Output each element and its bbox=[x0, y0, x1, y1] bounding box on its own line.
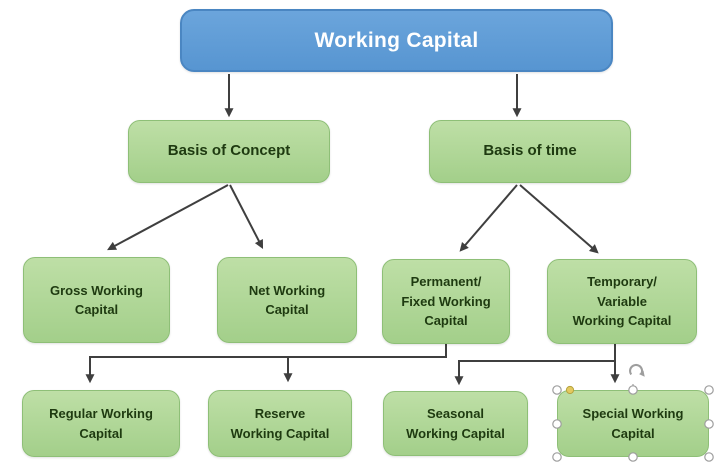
selection-handle-bottom-left[interactable] bbox=[552, 452, 562, 462]
selection-handle-middle-right[interactable] bbox=[704, 419, 714, 429]
node-temporary-variable-working-capital[interactable]: Temporary/ Variable Working Capital bbox=[547, 259, 697, 344]
node-label: Gross Working Capital bbox=[50, 282, 143, 318]
selection-handle-top-center[interactable] bbox=[628, 385, 638, 395]
connector-time-to-permanent[interactable] bbox=[459, 184, 518, 252]
connector-concept-to-gross[interactable] bbox=[107, 184, 229, 251]
selection-handles-special-working-capital bbox=[552, 363, 714, 462]
node-label: Temporary/ Variable Working Capital bbox=[572, 274, 672, 329]
node-label: Seasonal Working Capital bbox=[406, 406, 505, 441]
selection-handle-bottom-right[interactable] bbox=[704, 452, 714, 462]
node-reserve-working-capital[interactable]: Reserve Working Capital bbox=[208, 390, 352, 457]
node-label: Reserve Working Capital bbox=[230, 406, 330, 441]
node-label: Basis of time bbox=[483, 142, 577, 160]
node-net-working-capital[interactable]: Net Working Capital bbox=[217, 257, 357, 343]
node-basis-of-time[interactable]: Basis of time bbox=[429, 120, 631, 183]
node-label: Special Working Capital bbox=[582, 406, 684, 441]
selection-handle-middle-left[interactable] bbox=[552, 419, 562, 429]
node-label: Regular Working Capital bbox=[49, 406, 153, 441]
connector-temporary-to-seasonal[interactable] bbox=[454, 360, 615, 386]
node-label: Working Capital bbox=[314, 28, 479, 52]
selection-handle-top-right[interactable] bbox=[704, 385, 714, 395]
adjust-handle[interactable] bbox=[565, 385, 575, 395]
rotate-handle[interactable] bbox=[629, 363, 644, 376]
connector-permanent-to-regular[interactable] bbox=[85, 343, 447, 384]
node-seasonal-working-capital[interactable]: Seasonal Working Capital bbox=[383, 391, 528, 456]
node-permanent-fixed-working-capital[interactable]: Permanent/ Fixed Working Capital bbox=[382, 259, 510, 344]
node-label: Permanent/ Fixed Working Capital bbox=[401, 274, 491, 329]
selection-handle-bottom-center[interactable] bbox=[628, 452, 638, 462]
node-label: Basis of Concept bbox=[167, 142, 291, 160]
node-regular-working-capital[interactable]: Regular Working Capital bbox=[22, 390, 180, 457]
selection-handle-top-left[interactable] bbox=[552, 385, 562, 395]
node-basis-of-concept[interactable]: Basis of Concept bbox=[128, 120, 330, 183]
connector-concept-to-net[interactable] bbox=[229, 184, 264, 249]
node-working-capital[interactable]: Working Capital bbox=[180, 9, 613, 72]
node-gross-working-capital[interactable]: Gross Working Capital bbox=[23, 257, 170, 343]
rotate-handle-arrow bbox=[639, 370, 645, 377]
node-label: Net Working Capital bbox=[248, 282, 326, 318]
connector-time-to-temporary[interactable] bbox=[519, 184, 599, 254]
